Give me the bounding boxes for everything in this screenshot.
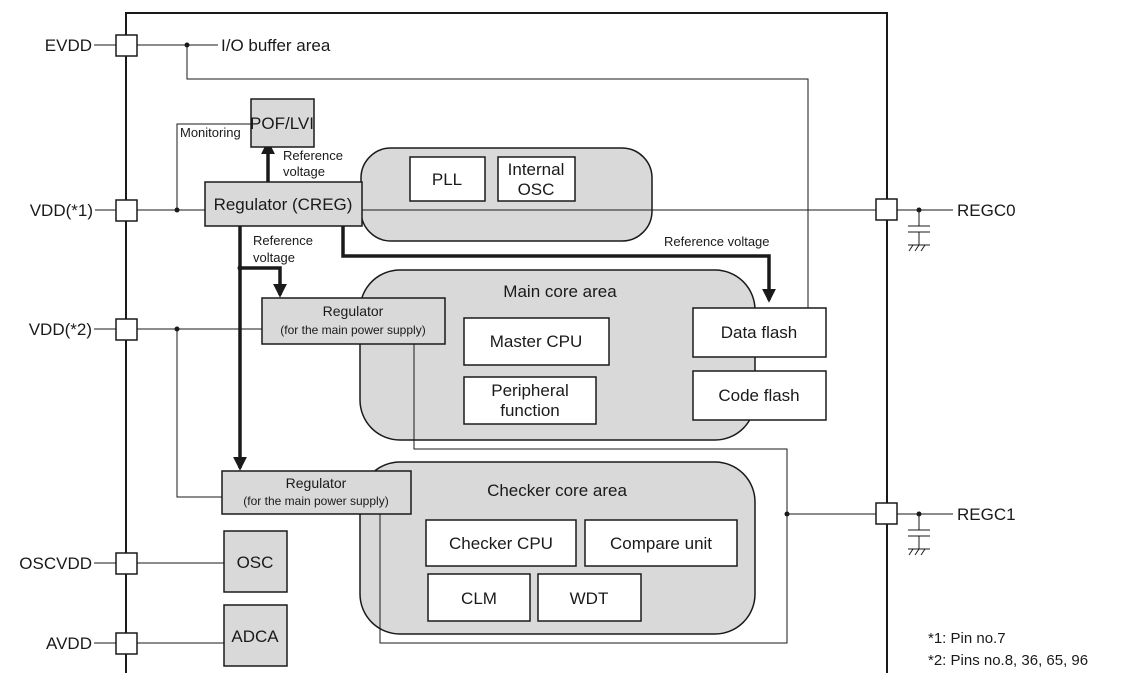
checker-cpu-block bbox=[425, 519, 577, 567]
pin-label-regc1: REGC1 bbox=[957, 505, 1016, 524]
footnote-1: *1: Pin no.7 bbox=[928, 630, 1006, 647]
pll-label: PLL bbox=[432, 170, 462, 189]
main-regulator-sub: (for the main power supply) bbox=[280, 323, 425, 337]
peripheral-function-block bbox=[463, 376, 597, 425]
wdt-block bbox=[537, 573, 642, 622]
main-regulator-title: Regulator bbox=[323, 303, 384, 319]
checker-regulator-block bbox=[221, 470, 412, 515]
ref-voltage-label-2a: Reference bbox=[253, 233, 313, 248]
osc-block bbox=[223, 530, 288, 593]
pin-squares bbox=[115, 34, 898, 655]
master-cpu-block bbox=[463, 317, 610, 366]
internal-osc-label-2: OSC bbox=[518, 180, 555, 199]
checker-regulator-title: Regulator bbox=[286, 475, 347, 491]
adca-label: ADCA bbox=[231, 627, 279, 646]
clm-label: CLM bbox=[461, 589, 497, 608]
chip-outline bbox=[125, 12, 888, 673]
pin-label-oscvdd: OSCVDD bbox=[19, 554, 92, 573]
internal-osc-label-1: Internal bbox=[508, 160, 565, 179]
pin-label-regc0: REGC0 bbox=[957, 201, 1016, 220]
pin-avdd bbox=[115, 632, 138, 655]
reference-voltage-arrows bbox=[233, 140, 776, 471]
creg-label: Regulator (CREG) bbox=[214, 195, 353, 214]
thin-wires bbox=[94, 44, 953, 644]
pin-regc0 bbox=[875, 198, 898, 221]
ref-voltage-label-1b: voltage bbox=[283, 164, 325, 179]
compare-unit-label: Compare unit bbox=[610, 534, 712, 553]
checker-cpu-label: Checker CPU bbox=[449, 534, 553, 553]
pin-label-vdd1: VDD(*1) bbox=[30, 201, 93, 220]
data-flash-label: Data flash bbox=[721, 323, 798, 342]
checker-regulator-sub: (for the main power supply) bbox=[243, 494, 388, 508]
poflvi-block bbox=[250, 98, 315, 148]
monitoring-label: Monitoring bbox=[180, 125, 241, 140]
main-regulator-block bbox=[261, 297, 446, 345]
pin-vdd1 bbox=[115, 199, 138, 222]
peripheral-label-2: function bbox=[500, 401, 560, 420]
ref-voltage-label-3: Reference voltage bbox=[664, 234, 770, 249]
pin-vdd2 bbox=[115, 318, 138, 341]
compare-unit-block bbox=[584, 519, 738, 567]
pll-block bbox=[409, 156, 486, 202]
pin-label-avdd: AVDD bbox=[46, 634, 92, 653]
code-flash-block bbox=[692, 370, 827, 421]
pin-label-vdd2: VDD(*2) bbox=[29, 320, 92, 339]
footnote-2: *2: Pins no.8, 36, 65, 96 bbox=[928, 652, 1088, 669]
checker-core-area-label: Checker core area bbox=[487, 481, 627, 500]
io-buffer-label: I/O buffer area bbox=[221, 36, 331, 55]
pin-label-evdd: EVDD bbox=[45, 36, 92, 55]
pin-evdd bbox=[115, 34, 138, 57]
code-flash-label: Code flash bbox=[718, 386, 799, 405]
wdt-label: WDT bbox=[570, 589, 609, 608]
pin-regc1 bbox=[875, 502, 898, 525]
creg-block bbox=[204, 181, 363, 227]
main-core-area-label: Main core area bbox=[503, 282, 617, 301]
adca-block bbox=[223, 604, 288, 667]
peripheral-label-1: Peripheral bbox=[491, 381, 569, 400]
data-flash-block bbox=[692, 307, 827, 358]
master-cpu-label: Master CPU bbox=[490, 332, 583, 351]
pin-oscvdd bbox=[115, 552, 138, 575]
internal-osc-block bbox=[497, 156, 576, 202]
ref-voltage-label-2b: voltage bbox=[253, 250, 295, 265]
ref-voltage-label-1a: Reference bbox=[283, 148, 343, 163]
poflvi-label: POF/LVI bbox=[250, 114, 314, 133]
osc-label: OSC bbox=[237, 553, 274, 572]
clm-block bbox=[427, 573, 531, 622]
